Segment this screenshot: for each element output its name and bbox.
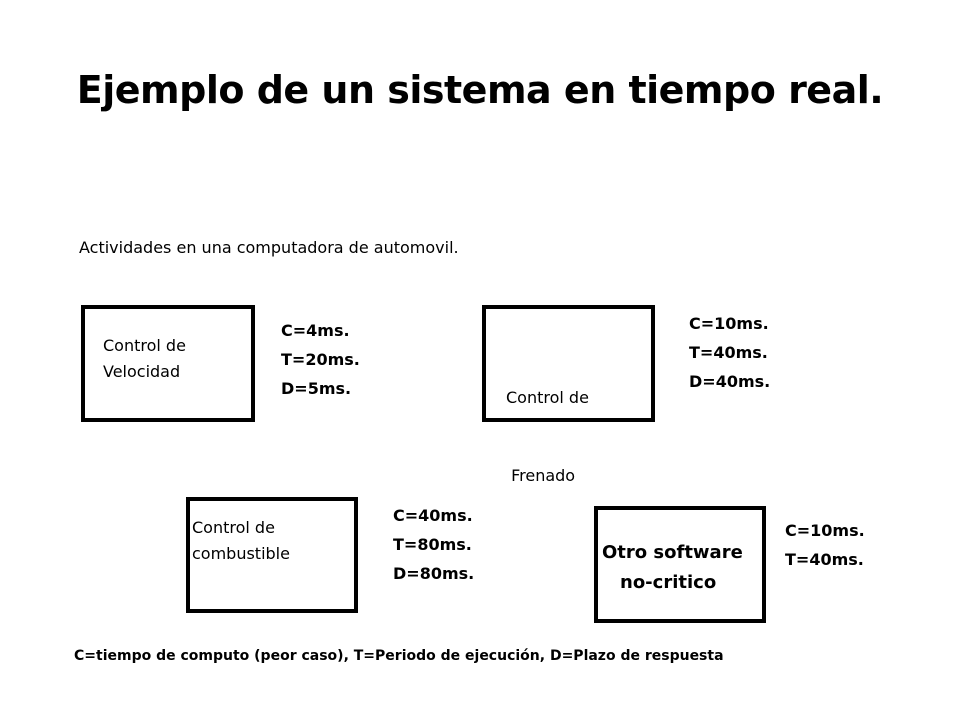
task-label-line: Velocidad	[103, 362, 181, 381]
task-box-velocidad	[81, 305, 255, 422]
task-label-frenado: Control de Frenado	[506, 333, 589, 515]
task-box-frenado	[482, 305, 655, 422]
task-label-line: combustible	[192, 544, 290, 563]
param-c: C=4ms.	[281, 321, 350, 340]
param-c: C=10ms.	[689, 314, 769, 333]
params-velocidad: C=4ms. T=20ms. D=5ms.	[281, 316, 360, 403]
param-t: T=20ms.	[281, 350, 360, 369]
task-label-line: Otro software	[602, 542, 743, 563]
task-label-line: Control de	[506, 388, 589, 407]
legend-footnote: C=tiempo de computo (peor caso), T=Perio…	[74, 648, 724, 664]
subtitle: Actividades en una computadora de automo…	[79, 238, 459, 257]
params-otro-software: C=10ms. T=40ms.	[785, 516, 865, 574]
task-label-line: Control de	[103, 336, 186, 355]
task-label-combustible: Control de combustible	[192, 515, 290, 567]
params-combustible: C=40ms. T=80ms. D=80ms.	[393, 501, 474, 588]
param-d: D=5ms.	[281, 379, 352, 398]
params-frenado: C=10ms. T=40ms. D=40ms.	[689, 309, 770, 396]
param-c: C=10ms.	[785, 521, 865, 540]
task-box-combustible	[186, 497, 358, 613]
param-t: T=80ms.	[393, 535, 472, 554]
param-t: T=40ms.	[785, 550, 864, 569]
param-d: D=40ms.	[689, 372, 771, 391]
task-label-line: Frenado	[506, 466, 576, 485]
slide-title: Ejemplo de un sistema en tiempo real.	[76, 68, 884, 112]
task-label-otro-software: Otro software no-critico	[602, 538, 743, 598]
param-d: D=80ms.	[393, 564, 475, 583]
task-label-line: no-critico	[620, 572, 717, 593]
task-box-otro-software	[594, 506, 766, 623]
param-c: C=40ms.	[393, 506, 473, 525]
param-t: T=40ms.	[689, 343, 768, 362]
task-label-velocidad: Control de Velocidad	[103, 333, 186, 385]
task-label-line: Control de	[192, 518, 275, 537]
